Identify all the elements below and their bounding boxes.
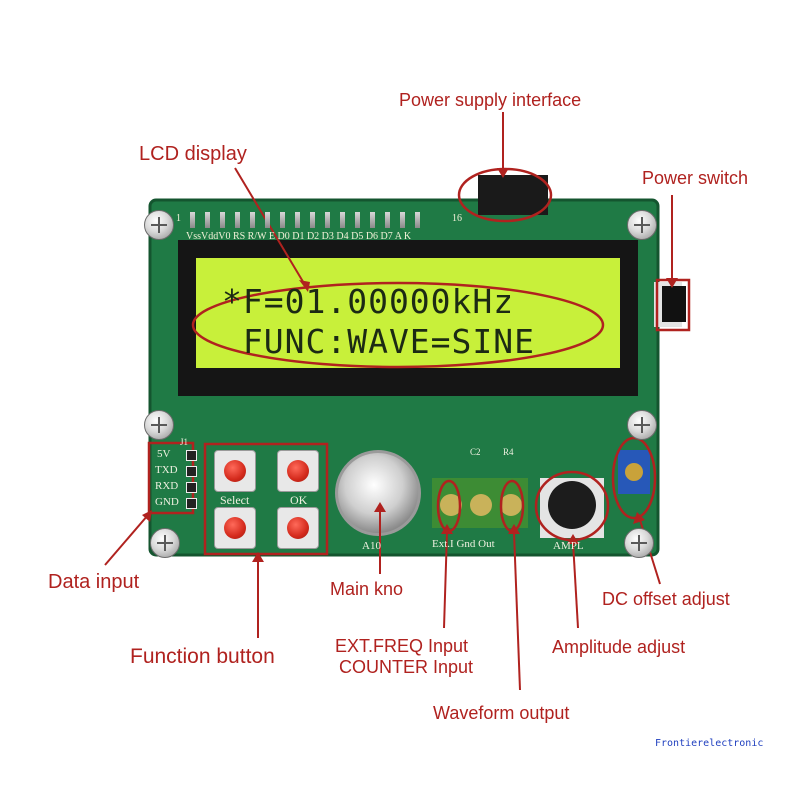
header-pin [280,212,285,228]
box-function-button [203,442,329,556]
mounting-screw [144,210,174,240]
callout-ext-freq-1: EXT.FREQ Input [335,636,469,656]
mounting-screw [627,410,657,440]
header-pin [370,212,375,228]
callout-dc-offset: DC offset adjust [602,589,730,609]
uart-pin[interactable] [186,482,197,493]
button-cap [287,460,309,482]
lcd-screen [196,258,620,368]
header-pin [310,212,315,228]
header-pin [190,212,195,228]
uart-pin[interactable] [186,498,197,509]
button-cap [224,517,246,539]
callout-power-switch: Power switch [642,168,749,188]
callout-main-knob: Main kno [330,579,404,599]
header-pin [295,212,300,228]
uart-pin[interactable] [186,450,197,461]
mounting-screw [627,210,657,240]
header-pin-num-end: 16 [452,213,462,224]
callout-waveform-output: Waveform output [433,703,570,723]
header-pin [340,212,345,228]
header-pin [325,212,330,228]
box-data-input [147,441,195,515]
callout-power-supply: Power supply interface [399,90,582,110]
knob-label: A10 [362,540,381,552]
callout-data-input: Data input [48,571,140,593]
header-pin [205,212,210,228]
function-button-bottom-right[interactable] [277,507,319,549]
function-button-bottom-left[interactable] [214,507,256,549]
lcd-line-1: *F=01.00000kHz [222,282,515,321]
ellipse-lcd [191,281,605,369]
select-button-label: Select [220,493,250,507]
power-switch-lever [662,286,686,322]
header-pin [415,212,420,228]
mounting-screw [150,528,180,558]
r4-label: R4 [503,447,514,457]
function-button-top-right[interactable] [277,450,319,492]
header-pin [235,212,240,228]
ok-button-label: OK [290,493,308,507]
header-pin [385,212,390,228]
mounting-screw [144,410,174,440]
c2-label: C2 [470,447,481,457]
uart-pin[interactable] [186,466,197,477]
callout-lcd-display: LCD display [139,143,247,165]
lcd-line-2: FUNC:WAVE=SINE [222,322,536,361]
callout-amplitude-adjust: Amplitude adjust [552,637,686,657]
button-cap [224,460,246,482]
header-pin [250,212,255,228]
mounting-screw [624,528,654,558]
callout-function-button: Function button [130,645,275,668]
power-jack [478,175,548,215]
header-pin-labels: VssVddV0 RS R/W E D0 D1 D2 D3 D4 D5 D6 D… [186,231,412,242]
uart-label-gnd: GND [155,496,179,508]
uart-ref-label: J1 [180,437,189,447]
header-pin-num-start: 1 [176,213,181,224]
button-cap [287,517,309,539]
pcb-edge-shade [148,198,660,557]
header-pin [355,212,360,228]
header-pin [220,212,225,228]
header-pin [265,212,270,228]
uart-label-rxd: RXD [155,480,179,492]
amplitude-pot-knob [548,481,596,529]
uart-label-txd: TXD [155,464,178,476]
watermark: Frontierelectronic [655,738,764,749]
amplitude-label: AMPL [553,540,584,552]
terminal-label: Ext.I Gnd Out [432,538,495,550]
callout-ext-freq-2: COUNTER Input [339,657,474,677]
function-button-top-left[interactable] [214,450,256,492]
header-pin [400,212,405,228]
uart-label-5v: 5V [157,448,171,460]
